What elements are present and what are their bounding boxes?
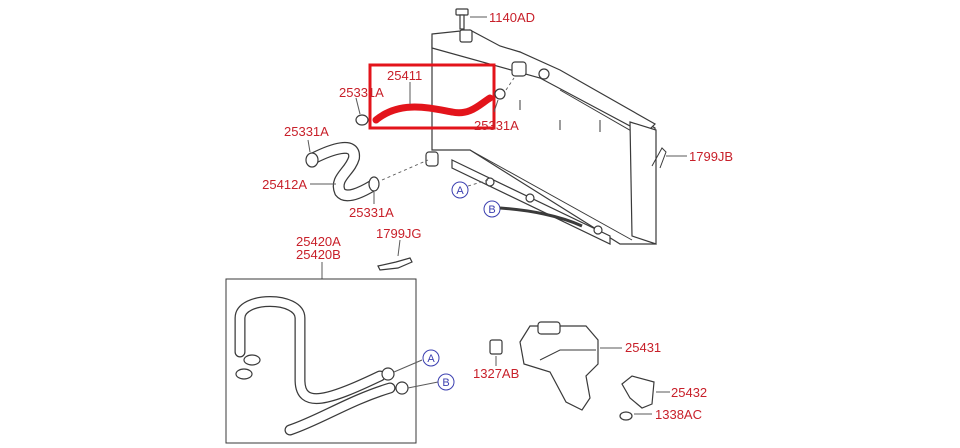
marker-b-lower: B bbox=[437, 373, 455, 391]
label-1140ad: 1140AD bbox=[489, 10, 535, 25]
lower-hose-25412a bbox=[308, 141, 378, 202]
label-25331a-upper-left: 25331A bbox=[339, 85, 384, 100]
svg-text:B: B bbox=[442, 377, 449, 389]
label-1799jb: 1799JB bbox=[689, 149, 733, 164]
overflow-hose-box bbox=[225, 262, 439, 444]
label-25412a: 25412A bbox=[262, 177, 307, 192]
clamp-lower-right bbox=[368, 176, 380, 204]
label-25331a-lower-left: 25331A bbox=[284, 124, 329, 139]
label-1327ab: 1327AB bbox=[473, 366, 519, 381]
label-25432: 25432 bbox=[671, 385, 707, 400]
label-25331a-lower-right: 25331A bbox=[349, 205, 394, 220]
radiator bbox=[425, 29, 657, 245]
label-25411: 25411 bbox=[387, 68, 422, 83]
marker-a-lower: A bbox=[422, 349, 440, 367]
bracket-1799jb bbox=[651, 147, 687, 169]
bolt-1140ad bbox=[455, 8, 487, 30]
nut-1338ac bbox=[619, 411, 652, 421]
highlight-box bbox=[368, 63, 496, 130]
svg-text:B: B bbox=[488, 204, 495, 216]
bracket-25432 bbox=[621, 375, 670, 409]
label-1799jg: 1799JG bbox=[376, 226, 422, 241]
label-25420b: 25420B bbox=[296, 247, 341, 262]
label-25420a: 25420A bbox=[296, 234, 341, 249]
marker-b-upper: B bbox=[483, 200, 583, 228]
bracket-1799jg bbox=[377, 239, 413, 271]
label-25331a-upper-right: 25331A bbox=[474, 118, 519, 133]
label-1338ac: 1338AC bbox=[655, 407, 702, 422]
marker-a-upper: A bbox=[451, 179, 489, 199]
upper-hose-25411 bbox=[368, 63, 496, 130]
svg-text:A: A bbox=[456, 185, 464, 197]
clamp-upper-right bbox=[493, 88, 506, 113]
label-25431: 25431 bbox=[625, 340, 661, 355]
nut-1327ab bbox=[489, 339, 503, 366]
clamp-lower-left bbox=[305, 139, 319, 168]
clamp-upper-left bbox=[355, 97, 369, 126]
svg-text:A: A bbox=[427, 353, 435, 365]
reservoir-25431 bbox=[519, 321, 622, 411]
